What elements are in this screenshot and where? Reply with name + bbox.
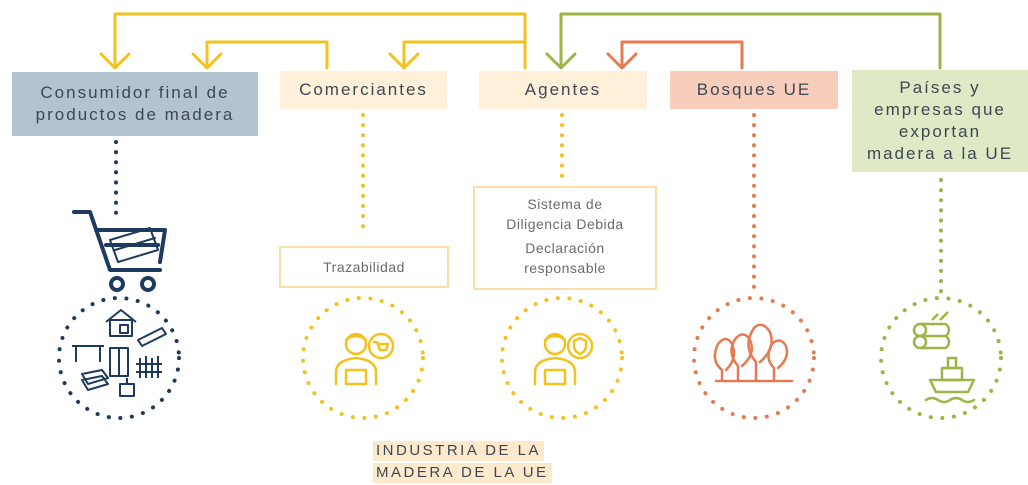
arrow-merchants-to-consumer bbox=[205, 40, 329, 70]
industry-title-line1: INDUSTRIA DE LA bbox=[373, 441, 545, 461]
arrow-agents-to-consumer-head bbox=[99, 52, 131, 70]
arrow-forests-to-agents bbox=[620, 40, 744, 70]
arrows bbox=[99, 12, 942, 70]
industry-title-line2: MADERA DE LA UE bbox=[373, 463, 552, 483]
due-diligence-label: Sistema de Diligencia Debida bbox=[506, 196, 624, 232]
circle-agents bbox=[500, 296, 624, 420]
actor-consumer-label: Consumidor final de productos de madera bbox=[35, 83, 235, 124]
agent-person-icon bbox=[533, 332, 594, 386]
industry-title: INDUSTRIA DE LA MADERA DE LA UE bbox=[373, 441, 552, 485]
actor-agents: Agentes bbox=[479, 71, 647, 109]
actor-exporters-label: Países y empresas que exportan madera a … bbox=[866, 78, 1014, 163]
dotted-circles bbox=[57, 296, 1003, 420]
dotted-connectors bbox=[114, 113, 943, 297]
shopping-cart-icon bbox=[72, 210, 167, 292]
actor-agents-label: Agentes bbox=[524, 80, 602, 99]
arrow-exporters-to-agents-head bbox=[545, 52, 577, 70]
circle-forests bbox=[692, 296, 816, 420]
arrow-exporters-to-agents bbox=[559, 12, 942, 70]
actor-merchants-label: Comerciantes bbox=[299, 80, 428, 99]
actor-exporters: Países y empresas que exportan madera a … bbox=[852, 70, 1028, 172]
logs-icon bbox=[912, 311, 951, 350]
traceability-label: Trazabilidad bbox=[323, 259, 405, 275]
traceability-box: Trazabilidad bbox=[279, 246, 449, 288]
wood-products-icon bbox=[72, 309, 167, 397]
agents-obligations-box: Sistema de Diligencia Debida Declaración… bbox=[473, 186, 657, 290]
circle-merchants bbox=[301, 296, 425, 420]
actor-consumer: Consumidor final de productos de madera bbox=[12, 72, 258, 136]
forest-icon bbox=[713, 323, 794, 383]
circle-consumer bbox=[57, 296, 181, 420]
arrow-agents-to-merchants bbox=[402, 40, 527, 68]
actor-eu-forests: Bosques UE bbox=[670, 71, 838, 109]
arrow-forests-to-agents-head bbox=[606, 52, 638, 70]
arrow-agents-to-merchants-head bbox=[388, 52, 420, 70]
merchant-person-icon bbox=[334, 332, 395, 386]
actor-eu-forests-label: Bosques UE bbox=[696, 80, 812, 99]
ship-icon bbox=[924, 356, 976, 404]
declaration-label: Declaración responsable bbox=[524, 240, 606, 276]
actor-merchants: Comerciantes bbox=[280, 71, 447, 109]
arrow-merchants-to-consumer-head bbox=[191, 52, 223, 70]
circle-exporters bbox=[879, 296, 1003, 420]
